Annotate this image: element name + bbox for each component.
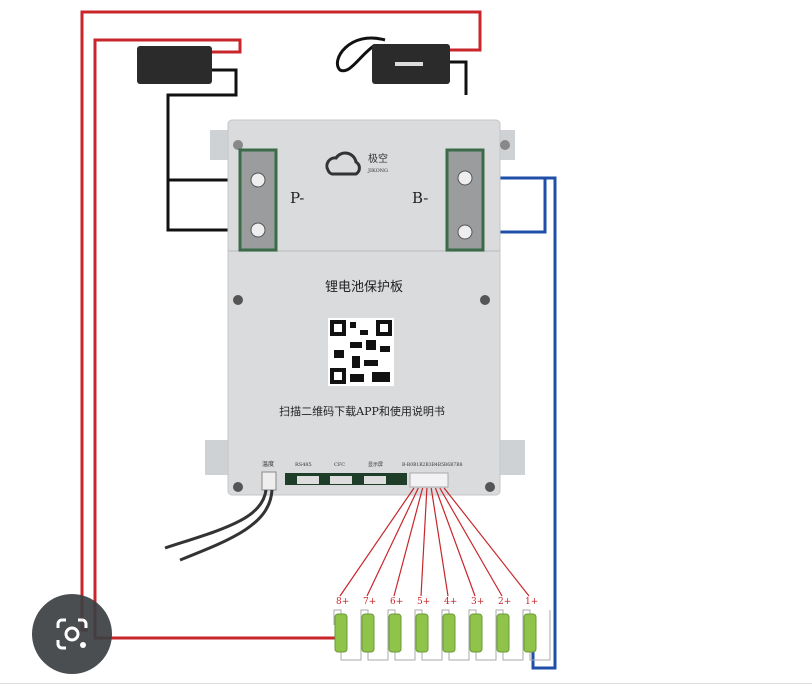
balance-wire — [443, 487, 530, 597]
bms-board: 极空 JIKONG P- B- 锂电池保护板 扫描二维码下载APP和使用说明书 … — [205, 119, 525, 496]
battery-cell: 5+ — [414, 597, 443, 661]
cell-label: 6+ — [390, 597, 403, 607]
battery-cell: 8+ — [333, 597, 362, 661]
battery-cells: 8+ 7+ 6+ 5+ 4+ 3+ 2+ 1+ — [333, 597, 551, 661]
balance-wire — [339, 487, 415, 597]
board-instruction: 扫描二维码下载APP和使用说明书 — [279, 404, 445, 418]
port-label-cfc: CFC — [334, 462, 345, 468]
load-device — [137, 46, 212, 84]
board-title: 锂电池保护板 — [325, 280, 403, 295]
cell-label: 4+ — [444, 597, 457, 607]
battery-cell: 1+ — [522, 597, 551, 661]
b-terminal-label: B- — [412, 189, 428, 207]
cell-label: 1+ — [525, 597, 538, 607]
balance-wire — [434, 487, 476, 597]
port-label-rs485: RS485 — [295, 462, 312, 468]
cell-label: 3+ — [471, 597, 484, 607]
balance-wire — [366, 487, 419, 597]
battery-cell: 6+ — [387, 597, 416, 661]
battery-cell: 2+ — [495, 597, 524, 661]
temperature-probe — [164, 489, 274, 562]
p-terminal-label: P- — [290, 189, 304, 207]
p-terminal-block — [238, 148, 278, 252]
balance-connector — [409, 472, 449, 488]
port-label-balance: B-B0B1B2B3B4B5B6B7B8 — [402, 462, 463, 468]
qr-code — [328, 318, 394, 386]
battery-cell: 7+ — [360, 597, 389, 661]
google-lens-icon[interactable] — [32, 594, 112, 674]
lens-glyph — [56, 618, 88, 650]
cell-label: 5+ — [417, 597, 430, 607]
cell-label: 8+ — [336, 597, 349, 607]
balance-wire — [430, 487, 449, 597]
port-label-temp: 温度 — [262, 460, 274, 468]
cloud-logo — [325, 151, 361, 176]
balance-wire — [439, 487, 503, 597]
brand-cn: 极空 — [368, 152, 388, 165]
battery-cell: 3+ — [468, 597, 497, 661]
cell-label: 7+ — [363, 597, 376, 607]
port-label-display: 显示屏 — [368, 462, 383, 468]
balance-wire — [420, 487, 428, 597]
brand-en: JIKONG — [367, 168, 388, 174]
battery-cell: 4+ — [441, 597, 470, 661]
balance-wire — [393, 487, 424, 597]
load-wire — [166, 36, 468, 232]
cell-label: 2+ — [498, 597, 511, 607]
divider — [0, 683, 812, 684]
balance-wires — [339, 487, 530, 597]
